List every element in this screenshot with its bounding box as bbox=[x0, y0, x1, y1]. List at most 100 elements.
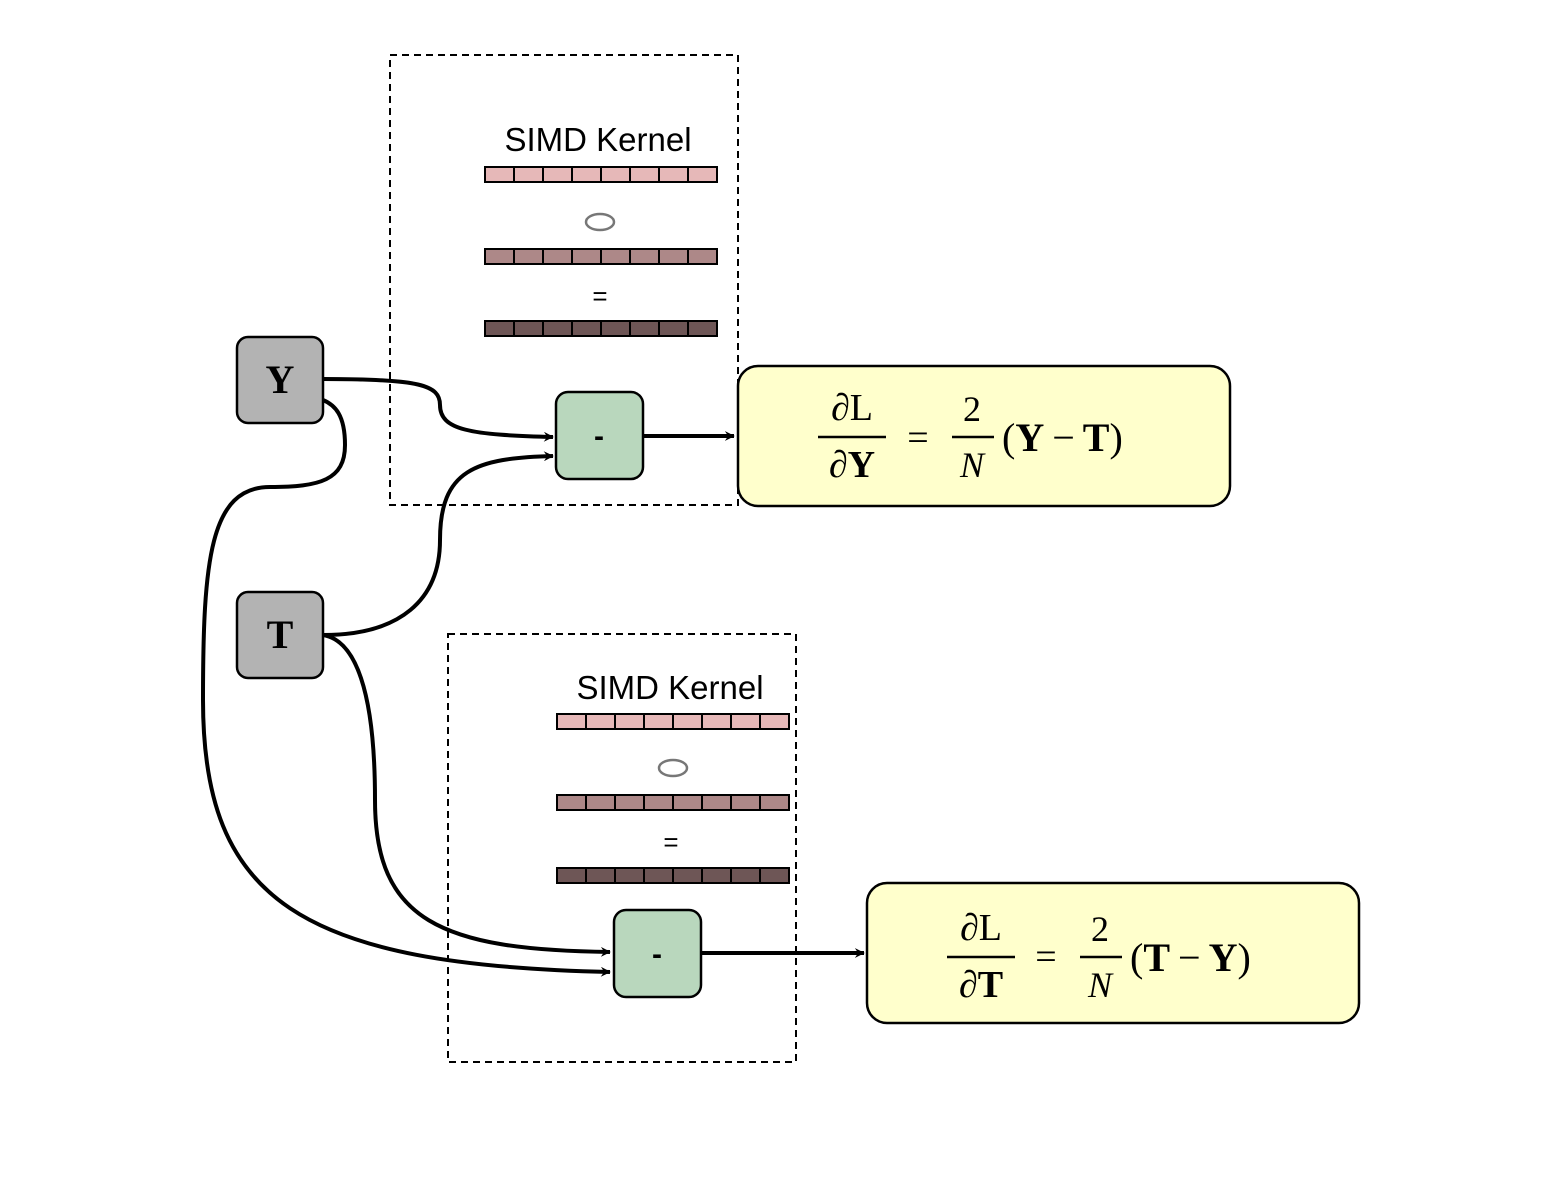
kernel-top-vector-output-lane bbox=[513, 320, 544, 337]
formula-dy-numerator-symbol: ∂L bbox=[831, 387, 873, 429]
formula-box-dt: ∂L ∂T = 2 N (T−Y) bbox=[865, 881, 1361, 1025]
formula-dt-denominator-partial: ∂ bbox=[959, 964, 978, 1006]
formula-dy-denominator-var: Y bbox=[848, 444, 875, 486]
kernel-top-vector-output-lane bbox=[542, 320, 573, 337]
formula-dt-expression: (T−Y) bbox=[1130, 935, 1251, 980]
formula-dy-rparen: ) bbox=[1109, 415, 1122, 460]
kernel-bottom-vector-input-a-lane bbox=[759, 713, 790, 730]
kernel-top-vector-input-a-lane bbox=[629, 166, 660, 183]
kernel-bottom-vector-input-a bbox=[556, 713, 790, 730]
kernel-top-hadamard-op bbox=[584, 212, 616, 232]
kernel-bottom-hadamard-op bbox=[657, 758, 689, 778]
formula-dy-minus: − bbox=[1052, 415, 1075, 460]
subtract-node-bottom-box bbox=[612, 908, 703, 999]
kernel-bottom-vector-output-lane bbox=[672, 867, 703, 884]
kernel-top-vector-output-lane bbox=[658, 320, 689, 337]
edge-y-to-op-top bbox=[322, 377, 554, 442]
formula-dt-numerator-symbol: ∂L bbox=[960, 907, 1002, 949]
input-node-t-label: T bbox=[267, 612, 294, 657]
formula-dt-lparen: ( bbox=[1130, 935, 1143, 980]
formula-box-dt-bg bbox=[865, 881, 1361, 1025]
kernel-bottom-vector-input-b bbox=[556, 794, 790, 811]
kernel-bottom-vector-input-b-lane bbox=[730, 794, 761, 811]
kernel-top-vector-output-lane bbox=[600, 320, 631, 337]
kernel-top-vector-input-b-lane bbox=[629, 248, 660, 265]
kernel-top-vector-input-a-lane bbox=[600, 166, 631, 183]
edge-t-to-op-top bbox=[322, 451, 554, 637]
kernel-bottom-vector-output-lane bbox=[730, 867, 761, 884]
kernel-bottom-vector-input-b-lane bbox=[672, 794, 703, 811]
input-node-t-box bbox=[235, 590, 325, 680]
subtract-node-top[interactable]: - bbox=[554, 390, 645, 481]
kernel-top-vector-input-b-lane bbox=[542, 248, 573, 265]
kernel-top-vector-input-a-lane bbox=[542, 166, 573, 183]
formula-dy-coef-den: N bbox=[959, 445, 986, 485]
kernel-top-vector-output bbox=[484, 320, 718, 337]
formula-dt-denominator-var: T bbox=[978, 964, 1003, 1006]
formula-dt-minus: − bbox=[1178, 935, 1201, 980]
kernel-top-vector-input-a-lane bbox=[571, 166, 602, 183]
kernel-bottom-vector-output-lane bbox=[759, 867, 790, 884]
kernel-bottom-vector-input-a-lane bbox=[614, 713, 645, 730]
kernel-bottom-vector-input-a-lane bbox=[643, 713, 674, 730]
kernel-top-vector-input-a-lane bbox=[658, 166, 689, 183]
kernel-bottom: SIMD Kernel = bbox=[447, 633, 797, 1063]
formula-dt-numerator: ∂L bbox=[960, 907, 1002, 949]
formula-dy-term-a: Y bbox=[1015, 415, 1044, 460]
formula-dy-denominator: ∂Y bbox=[829, 444, 875, 486]
connectors bbox=[200, 377, 865, 977]
kernel-bottom-vector-output-lane bbox=[614, 867, 645, 884]
kernel-top: SIMD Kernel = bbox=[389, 54, 739, 506]
kernel-bottom-vector-output-lane bbox=[585, 867, 616, 884]
formula-dy-equals: = bbox=[907, 417, 928, 459]
kernel-top-vector-input-a-lane bbox=[687, 166, 718, 183]
edge-y-to-op-bottom bbox=[200, 398, 611, 977]
edge-t-to-op-bottom bbox=[322, 633, 611, 957]
formula-dt-rparen: ) bbox=[1237, 935, 1250, 980]
subtract-node-bottom[interactable]: - bbox=[612, 908, 703, 999]
kernel-bottom-vector-input-b-lane bbox=[701, 794, 732, 811]
kernel-bottom-vector-output-lane bbox=[556, 867, 587, 884]
formula-dy-denominator-partial: ∂ bbox=[829, 444, 848, 486]
kernel-bottom-vector-input-a-lane bbox=[672, 713, 703, 730]
formula-dy-numerator: ∂L bbox=[831, 387, 873, 429]
kernel-top-vector-input-b-lane bbox=[571, 248, 602, 265]
kernel-bottom-title: SIMD Kernel bbox=[576, 669, 763, 706]
kernel-bottom-vector-input-a-lane bbox=[556, 713, 587, 730]
kernel-top-vector-input-a bbox=[484, 166, 718, 183]
input-node-t[interactable]: T bbox=[235, 590, 325, 680]
kernel-bottom-equals: = bbox=[663, 827, 678, 857]
kernel-bottom-vector-input-a-lane bbox=[730, 713, 761, 730]
subtract-node-bottom-label: - bbox=[652, 938, 662, 971]
input-node-y-box bbox=[235, 335, 325, 425]
kernel-top-vector-output-lane bbox=[687, 320, 718, 337]
kernel-bottom-vector-output-lane bbox=[643, 867, 674, 884]
kernel-bottom-vector-input-b-lane bbox=[556, 794, 587, 811]
kernel-top-vector-output-lane bbox=[629, 320, 660, 337]
kernel-top-title: SIMD Kernel bbox=[504, 121, 691, 158]
kernel-bottom-vector-input-b-lane bbox=[614, 794, 645, 811]
kernel-bottom-vector-input-b-lane bbox=[585, 794, 616, 811]
kernel-bottom-vector-output-lane bbox=[701, 867, 732, 884]
kernel-top-vector-input-b-lane bbox=[658, 248, 689, 265]
formula-dt-term-b: Y bbox=[1209, 935, 1238, 980]
input-node-y[interactable]: Y bbox=[235, 335, 325, 425]
kernel-top-vector-input-a-lane bbox=[484, 166, 515, 183]
kernel-top-vector-output-lane bbox=[484, 320, 515, 337]
kernel-top-vector-input-b-lane bbox=[513, 248, 544, 265]
formula-box-dy: ∂L ∂Y = 2 N (Y−T) bbox=[736, 364, 1232, 508]
formula-dy-lparen: ( bbox=[1002, 415, 1015, 460]
formula-dy-coef-num: 2 bbox=[963, 389, 981, 429]
formula-dt-coef-num: 2 bbox=[1091, 909, 1109, 949]
kernel-top-vector-input-b bbox=[484, 248, 718, 265]
kernel-bottom-vector-input-b-lane bbox=[759, 794, 790, 811]
subtract-node-top-label: - bbox=[594, 420, 604, 453]
formula-dy-term-b: T bbox=[1083, 415, 1110, 460]
formula-dt-coef-den: N bbox=[1087, 965, 1114, 1005]
kernel-top-border bbox=[389, 54, 739, 506]
kernel-bottom-vector-input-b-lane bbox=[643, 794, 674, 811]
formula-dt-equals: = bbox=[1035, 936, 1056, 978]
input-node-y-label: Y bbox=[266, 357, 295, 402]
kernel-top-vector-input-b-lane bbox=[484, 248, 515, 265]
